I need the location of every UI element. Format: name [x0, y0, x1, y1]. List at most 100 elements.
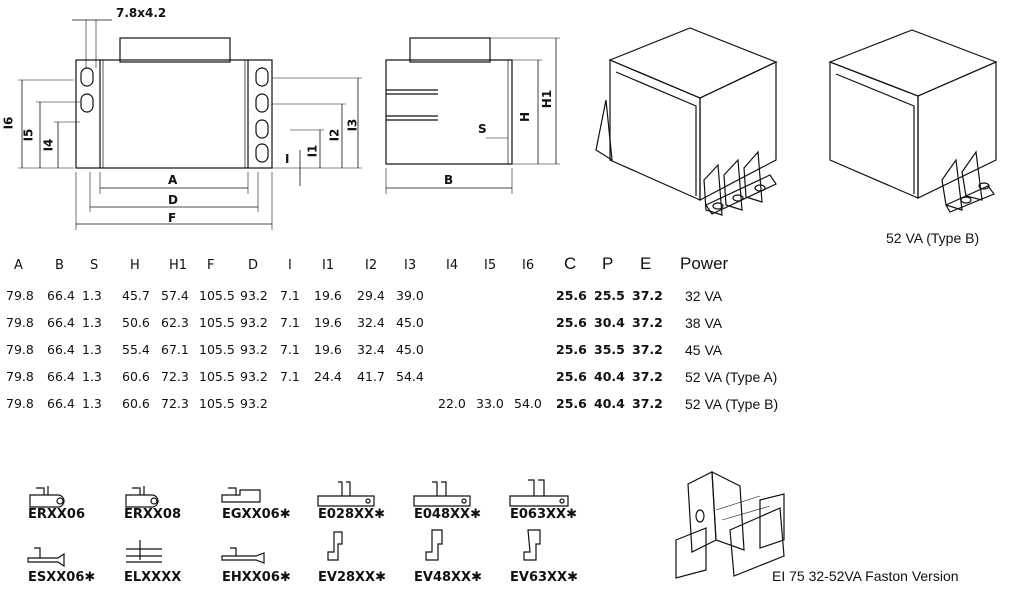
table-cell: 79.8 [6, 288, 34, 303]
table-cell: 57.4 [161, 288, 189, 303]
table-header-p: P [602, 254, 614, 273]
table-header-i6: I6 [522, 258, 535, 273]
terminal-label: E063XX✱ [510, 507, 577, 522]
hole-size-label: 7.8x4.2 [116, 6, 167, 20]
table-cell: 93.2 [240, 288, 268, 303]
table-cell: 25.6 [556, 315, 587, 330]
terminal-label: EV63XX✱ [510, 570, 578, 585]
table-header-i: I [288, 258, 292, 273]
table-cell: 93.2 [240, 369, 268, 384]
table-cell: 25.6 [556, 342, 587, 357]
table-cell: 66.4 [47, 396, 75, 411]
table-cell: 7.1 [280, 288, 300, 303]
table-cell: 32 VA [685, 288, 723, 304]
table-cell: 24.4 [314, 369, 342, 384]
table-cell: 72.3 [161, 396, 189, 411]
table-cell: 33.0 [476, 396, 504, 411]
dim-s-label: S [478, 122, 487, 136]
table-cell: 66.4 [47, 315, 75, 330]
table-cell: 105.5 [199, 315, 235, 330]
table-cell: 32.4 [357, 315, 385, 330]
table-cell: 93.2 [240, 396, 268, 411]
table-cell: 60.6 [122, 369, 150, 384]
table-cell: 1.3 [82, 288, 102, 303]
terminal-label: ELXXXX [124, 570, 182, 585]
table-header-d: D [248, 258, 259, 273]
dim-b-label: B [444, 173, 454, 187]
terminal-label: EHXX06✱ [222, 570, 291, 585]
table-cell: 79.8 [6, 369, 34, 384]
table-cell: 22.0 [438, 396, 466, 411]
table-cell: 32.4 [357, 342, 385, 357]
table-cell: 50.6 [122, 315, 150, 330]
table-cell: 19.6 [314, 315, 342, 330]
type-b-caption: 52 VA (Type B) [886, 230, 980, 246]
dim-d-label: D [168, 193, 178, 207]
table-header-a: A [14, 258, 23, 273]
isometric-type-b [828, 29, 998, 213]
terminal-label: E028XX✱ [318, 507, 385, 522]
table-cell: 62.3 [161, 315, 189, 330]
table-cell: 1.3 [82, 342, 102, 357]
terminal-label: ERXX06 [28, 507, 86, 522]
terminal-row-2 [27, 529, 541, 568]
table-cell: 37.2 [632, 342, 663, 357]
dim-h-label: H [518, 111, 533, 123]
table-cell: 41.7 [357, 369, 385, 384]
terminal-label: E048XX✱ [414, 507, 481, 522]
table-cell: 30.4 [594, 315, 625, 330]
table-cell: 79.8 [6, 396, 34, 411]
table-cell: 45 VA [685, 342, 723, 358]
table-cell: 37.2 [632, 315, 663, 330]
table-cell: 45.0 [396, 315, 424, 330]
table-cell: 60.6 [122, 396, 150, 411]
table-cell: 37.2 [632, 369, 663, 384]
table-cell: 1.3 [82, 315, 102, 330]
side-view [385, 37, 560, 194]
dim-f-label: F [168, 211, 177, 225]
table-cell: 7.1 [280, 315, 300, 330]
table-cell: 19.6 [314, 342, 342, 357]
dim-i6-label: I6 [1, 116, 16, 130]
dim-i5-label: I5 [21, 128, 36, 142]
table-cell: 1.3 [82, 396, 102, 411]
table-cell: 7.1 [280, 369, 300, 384]
terminal-label: EGXX06✱ [222, 507, 291, 522]
table-cell: 1.3 [82, 369, 102, 384]
front-view [18, 19, 362, 230]
table-header-i1: I1 [322, 258, 335, 273]
terminal-label: ERXX08 [124, 507, 182, 522]
table-header-i4: I4 [446, 258, 459, 273]
table-cell: 40.4 [594, 369, 625, 384]
table-cell: 66.4 [47, 369, 75, 384]
terminal-label: EV48XX✱ [414, 570, 482, 585]
dim-i-label: I [285, 152, 290, 166]
table-cell: 25.6 [556, 396, 587, 411]
table-header-f: F [207, 258, 215, 273]
table-header-i2: I2 [365, 258, 378, 273]
table-header-power: Power [680, 254, 729, 273]
table-cell: 93.2 [240, 342, 268, 357]
dim-a-label: A [168, 173, 178, 187]
table-cell: 45.0 [396, 342, 424, 357]
table-header-c: C [564, 254, 577, 273]
table-cell: 37.2 [632, 288, 663, 303]
table-cell: 79.8 [6, 315, 34, 330]
dim-i3-label: I3 [345, 118, 360, 132]
table-cell: 25.6 [556, 369, 587, 384]
table-cell: 66.4 [47, 342, 75, 357]
table-header-h: H [130, 258, 140, 273]
isometric-type-a [595, 27, 778, 216]
terminal-label: EV28XX✱ [318, 570, 386, 585]
table-cell: 19.6 [314, 288, 342, 303]
dim-i1-label: I1 [305, 144, 320, 158]
table-cell: 67.1 [161, 342, 189, 357]
table-cell: 37.2 [632, 396, 663, 411]
table-cell: 66.4 [47, 288, 75, 303]
dim-h1-label: H1 [540, 89, 555, 109]
table-cell: 25.6 [556, 288, 587, 303]
table-header-e: E [640, 254, 652, 273]
table-cell: 35.5 [594, 342, 625, 357]
